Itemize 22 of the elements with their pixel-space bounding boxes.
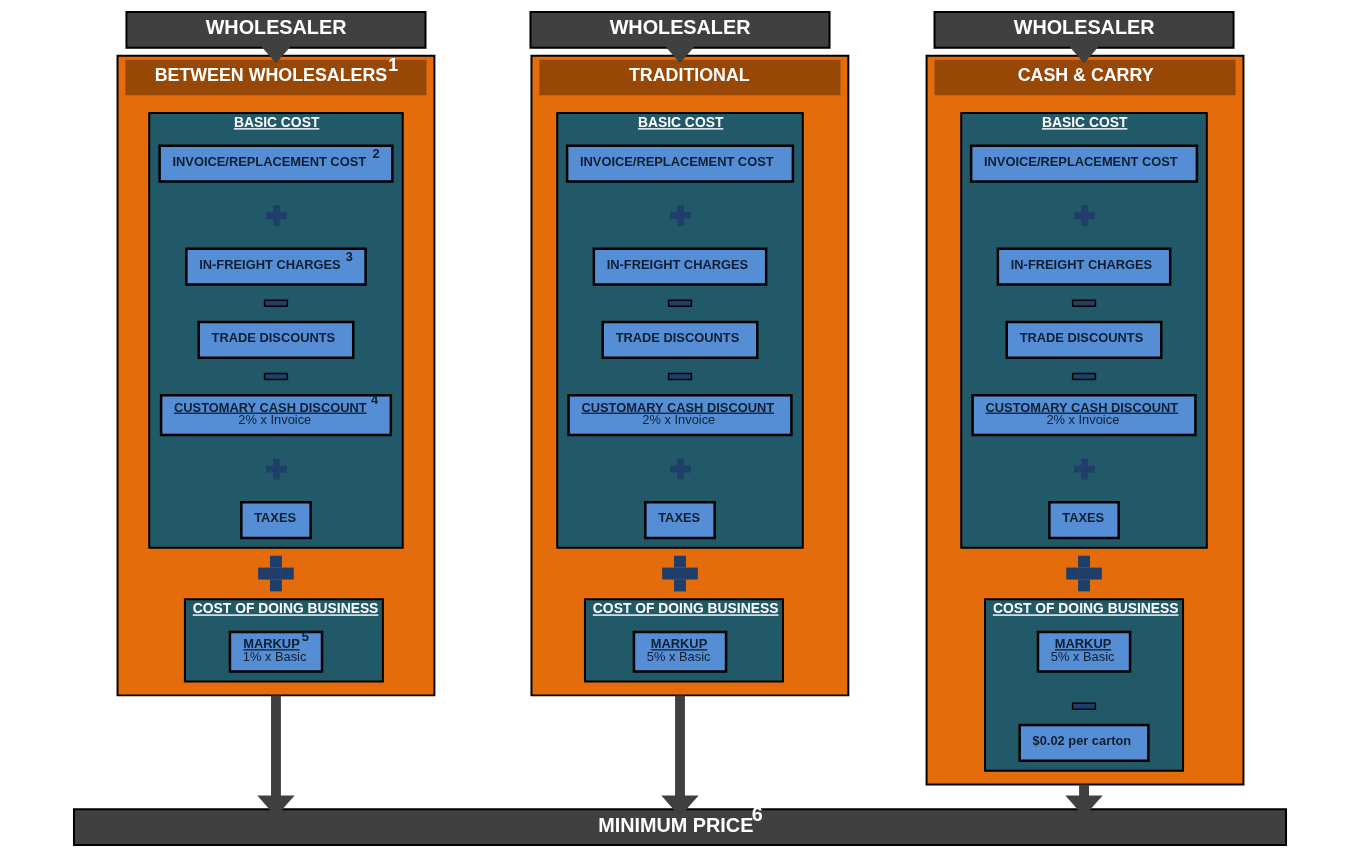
node-box: INVOICE/REPLACEMENT COST: [565, 144, 794, 183]
node-box: TAXES: [239, 501, 312, 540]
node-box: INVOICE/REPLACEMENT COST: [969, 144, 1198, 183]
node-minus: [667, 372, 692, 381]
node-box: TRADE DISCOUNTS: [601, 320, 758, 359]
node-minus: [667, 299, 692, 307]
node-minus: [1071, 702, 1096, 710]
node-box: IN-FREIGHT CHARGES: [996, 247, 1171, 286]
node-minus: [1071, 299, 1096, 307]
node-box: TAXES: [1047, 501, 1120, 540]
node-box: TRADE DISCOUNTS: [1005, 320, 1162, 359]
node-box: TAXES: [643, 501, 716, 540]
node-box: CUSTOMARY CASH DISCOUNT 2% x Invoice: [566, 394, 793, 437]
node-box: MARKUP 5% x Basic: [1036, 630, 1131, 673]
node-box: MARKUP 5% x Basic: [632, 630, 727, 673]
node-minus: [1071, 372, 1096, 381]
node-box: $0.02 per carton: [1017, 723, 1150, 762]
node-box: IN-FREIGHT CHARGES: [592, 247, 767, 286]
node-minus: [263, 372, 288, 381]
node-minus: [263, 299, 288, 307]
node-box: CUSTOMARY CASH DISCOUNT 2% x Invoice: [970, 394, 1197, 437]
node-box: TRADE DISCOUNTS: [197, 320, 354, 359]
